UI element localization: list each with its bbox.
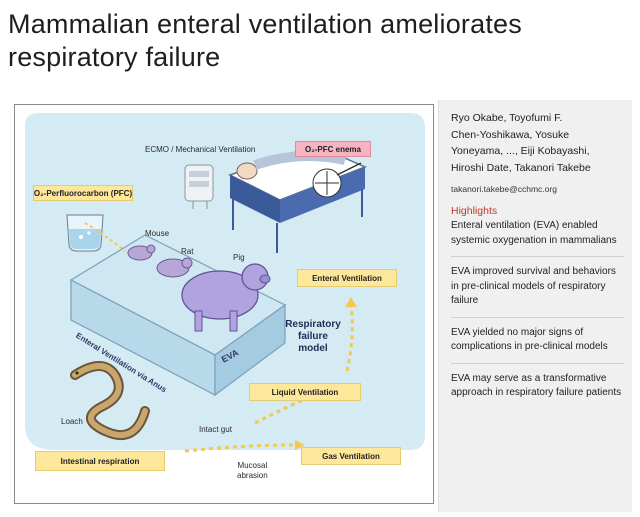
- rat-label: Rat: [181, 247, 194, 256]
- o2-pfc-label: O₂-Perfluorocarbon (PFC): [33, 185, 133, 201]
- intact-gut-label: Intact gut: [199, 425, 232, 434]
- pig-illustration: [181, 263, 271, 332]
- sidebar: Ryo Okabe, Toyofumi F. Chen-Yoshikawa, Y…: [438, 100, 632, 512]
- loach-illustration: [70, 361, 150, 440]
- highlights-title: Highlights: [451, 205, 498, 217]
- figure-illustration: [15, 105, 433, 503]
- authors: Ryo Okabe, Toyofumi F. Chen-Yoshikawa, Y…: [451, 112, 591, 174]
- pfc-beaker: [66, 214, 104, 252]
- pig-label: Pig: [233, 253, 245, 262]
- loach-label: Loach: [61, 417, 83, 426]
- ecmo-label: ECMO / Mechanical Ventilation: [145, 145, 256, 154]
- liquid-ventilation-label: Liquid Ventilation: [249, 383, 361, 401]
- hospital-bed: [228, 144, 367, 253]
- highlight-item: EVA may serve as a transformative approa…: [451, 372, 622, 399]
- o2pfc-enema-label: O₂-PFC enema: [295, 141, 371, 157]
- enteral-ventilation-label: Enteral Ventilation: [297, 269, 397, 287]
- email-link[interactable]: takanori.takebe@cchmc.org: [451, 184, 557, 194]
- enema-syringe: [312, 162, 362, 198]
- highlight-item: Enteral ventilation (EVA) enabled system…: [451, 219, 624, 257]
- mucosal-abrasion-label: Mucosal abrasion: [237, 461, 268, 480]
- page-title: Mammalian enteral ventilation ameliorate…: [8, 9, 522, 72]
- graphical-abstract: ECMO / Mechanical Ventilation O₂-PFC ene…: [14, 104, 434, 504]
- rat-illustration: [156, 257, 193, 278]
- intestinal-respiration-label: Intestinal respiration: [35, 451, 165, 471]
- highlight-item: EVA yielded no major signs of complicati…: [451, 326, 624, 364]
- gas-ventilation-label: Gas Ventilation: [301, 447, 401, 465]
- mouse-illustration: [127, 244, 156, 261]
- mouse-label: Mouse: [145, 229, 170, 238]
- respiratory-failure-model-label: Respiratory failure model: [285, 319, 341, 354]
- ecmo-machine: [184, 164, 214, 209]
- highlight-item: EVA improved survival and behaviors in p…: [451, 265, 624, 318]
